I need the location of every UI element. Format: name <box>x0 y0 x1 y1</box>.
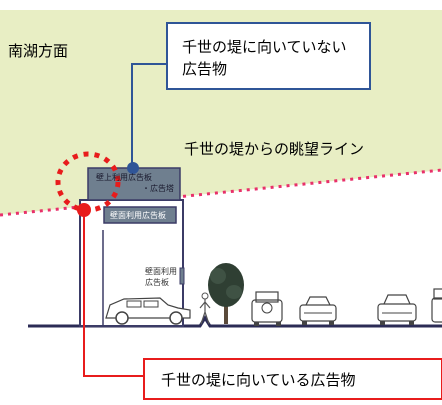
side-sign <box>179 267 185 285</box>
wall-sign-label: 壁面利用広告板 <box>110 211 166 220</box>
callout-not-facing-text: 千世の堤に向いていない 広告物 <box>182 38 347 78</box>
red-leader-dot <box>77 203 91 217</box>
sightline-label: 千世の堤からの眺望ライン <box>184 140 365 158</box>
car-icon <box>299 296 337 325</box>
car-icon <box>105 297 191 325</box>
car-icon <box>431 288 442 323</box>
side-sign-label-1: 壁面利用 <box>145 267 177 276</box>
wall-sign <box>103 206 177 224</box>
rooftop-sign-label: 壁上利用広告板 <box>96 173 152 182</box>
side-sign-label-2: 広告板 <box>145 278 169 287</box>
callout-facing: 千世の堤に向いている広告物 <box>143 358 442 400</box>
person-icon <box>199 292 211 325</box>
tree-icon <box>208 263 244 324</box>
callout-not-facing: 千世の堤に向いていない 広告物 <box>166 22 371 90</box>
car-icon <box>251 291 283 326</box>
blue-leader-dot <box>127 162 139 174</box>
rooftop-sign-sublabel: ・広告塔 <box>142 184 174 193</box>
blue-leader <box>131 63 166 166</box>
direction-label: 南湖方面 <box>8 42 69 60</box>
red-leader <box>83 210 143 377</box>
callout-facing-text: 千世の堤に向いている広告物 <box>161 371 356 389</box>
car-icon <box>377 294 417 325</box>
